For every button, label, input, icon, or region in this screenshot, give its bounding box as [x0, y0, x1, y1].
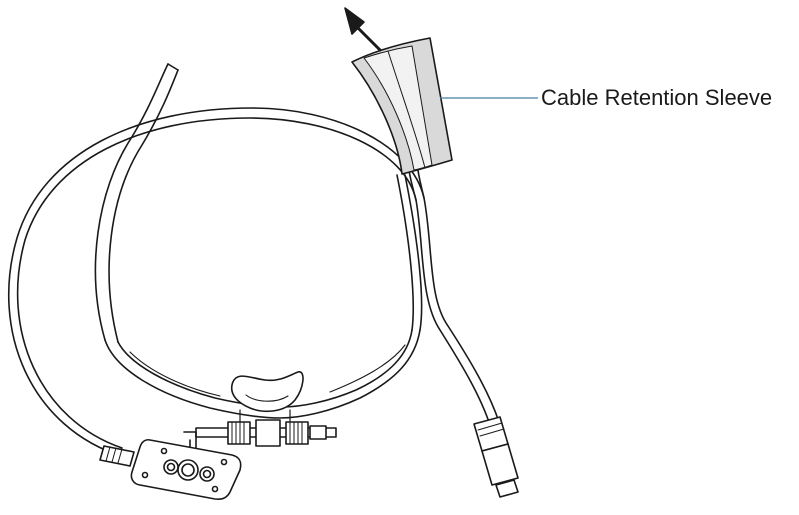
cable-loop — [7, 107, 500, 458]
cable-retention-sleeve — [351, 37, 453, 175]
callout-label-sleeve: Cable Retention Sleeve — [541, 85, 773, 110]
control-module — [99, 438, 242, 501]
usb-plug — [473, 416, 519, 498]
headband — [94, 63, 423, 419]
connector-assembly — [183, 419, 337, 471]
slide-direction-arrow — [344, 7, 382, 52]
